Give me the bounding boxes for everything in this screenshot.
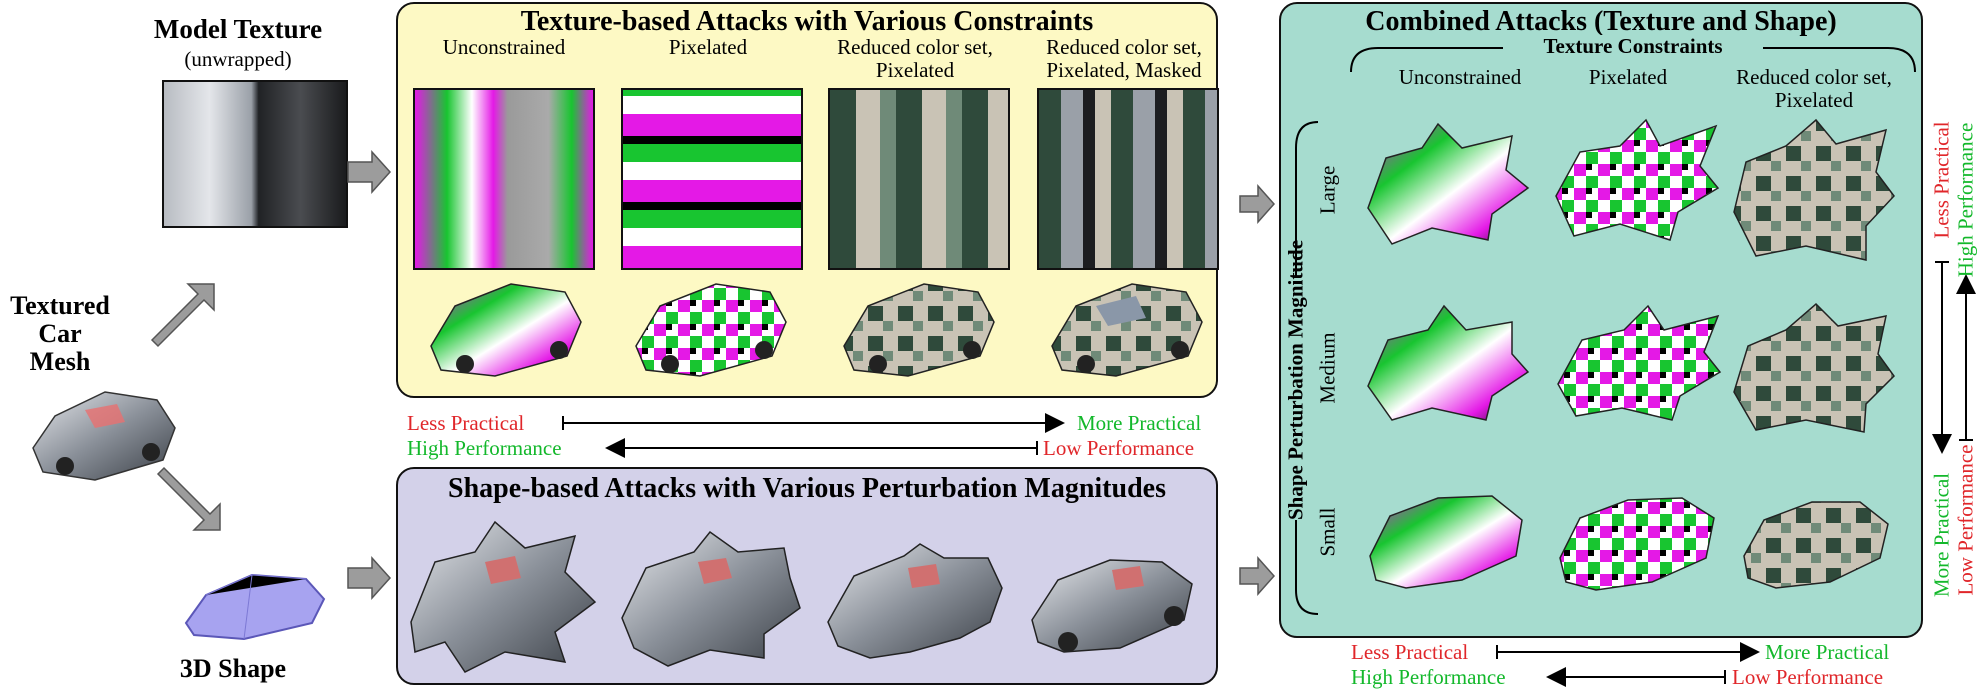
combined-car-small-unconstrained xyxy=(1369,495,1523,589)
combined-car-medium-unconstrained xyxy=(1367,304,1530,421)
bottom-low-performance: Low Performance xyxy=(1732,665,1884,689)
texture-car-unconstrained xyxy=(430,283,582,377)
texture-unconstrained-image xyxy=(413,88,595,270)
texture-car-reduced xyxy=(843,283,995,377)
bottom-less-practical: Less Practical xyxy=(1351,640,1469,664)
combined-panel-title: Combined Attacks (Texture and Shape) xyxy=(1365,6,1837,37)
combined-car-small-pixelated xyxy=(1559,497,1715,591)
arrow-shape-to-panel xyxy=(347,556,392,600)
combined-car-large-unconstrained xyxy=(1367,122,1530,245)
combined-car-large-reduced xyxy=(1733,118,1895,261)
shape-car-1 xyxy=(410,520,597,673)
texture-car-masked xyxy=(1051,283,1203,377)
mid-high-performance: High Performance xyxy=(407,436,562,460)
arrow-texture-to-panel xyxy=(347,150,392,194)
combined-car-large-pixelated xyxy=(1555,118,1720,241)
mid-less-practical: Less Practical xyxy=(407,411,525,435)
shape-car-4 xyxy=(1031,559,1193,653)
texture-col-masked-label-2: Pixelated, Masked xyxy=(1046,58,1202,82)
mid-low-performance: Low Performance xyxy=(1043,436,1195,460)
bottom-high-performance: High Performance xyxy=(1351,665,1506,689)
texture-col-masked-label-1: Reduced color set, xyxy=(1046,35,1202,59)
texture-col-reduced-label-2: Pixelated xyxy=(875,58,955,82)
texture-panel-title: Texture-based Attacks with Various Const… xyxy=(520,6,1094,37)
combined-car-medium-pixelated xyxy=(1557,304,1722,421)
textured-car-mesh-image xyxy=(32,391,176,481)
combined-col-reduced-label-1: Reduced color set, xyxy=(1736,65,1892,89)
texture-constraints-label: Texture Constraints xyxy=(1503,35,1763,58)
3d-shape-image xyxy=(184,573,326,641)
model-texture-subtitle: (unwrapped) xyxy=(184,47,292,71)
mid-more-practical: More Practical xyxy=(1077,411,1202,435)
model-texture-image xyxy=(162,80,348,228)
combined-car-medium-reduced xyxy=(1733,302,1895,433)
texture-col-unconstrained-label: Unconstrained xyxy=(442,35,566,59)
texture-pixelated-image xyxy=(621,88,803,270)
textured-car-mesh-label-1: Textured xyxy=(10,291,110,320)
arrow-mesh-to-shape xyxy=(156,466,221,531)
texture-col-pixelated-label: Pixelated xyxy=(668,35,748,59)
combined-col-unconstrained-label: Unconstrained xyxy=(1398,65,1522,89)
combined-col-reduced-label-2: Pixelated xyxy=(1774,88,1854,112)
shape-panel-title: Shape-based Attacks with Various Perturb… xyxy=(448,473,1166,504)
arrow-shape-to-combined xyxy=(1239,556,1276,596)
arrow-mesh-to-texture xyxy=(150,283,215,348)
textured-car-mesh-label-3: Mesh xyxy=(29,347,91,376)
combined-col-pixelated-label: Pixelated xyxy=(1588,65,1668,89)
bottom-more-practical: More Practical xyxy=(1765,640,1890,664)
texture-masked-image xyxy=(1037,88,1219,270)
textured-car-mesh-label-2: Car xyxy=(38,319,82,348)
model-texture-title: Model Texture xyxy=(153,14,323,44)
arrow-texture-to-combined xyxy=(1239,184,1276,224)
shape-car-3 xyxy=(827,543,1003,659)
texture-reduced-image xyxy=(828,88,1010,270)
combined-car-small-reduced xyxy=(1743,501,1889,589)
3d-shape-label: 3D Shape xyxy=(179,654,287,683)
texture-col-reduced-label-1: Reduced color set, xyxy=(837,35,993,59)
shape-car-2 xyxy=(621,530,801,667)
texture-car-pixelated xyxy=(635,283,787,377)
